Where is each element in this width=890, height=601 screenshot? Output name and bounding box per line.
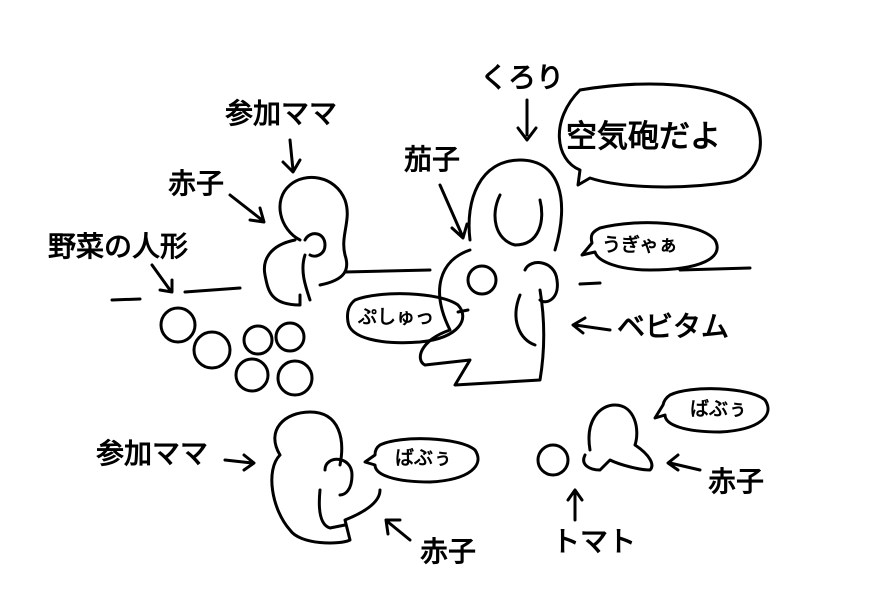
baby-top-figure [301,232,327,302]
bubble-babuu-right [653,387,770,434]
mama-top-figure [262,176,349,307]
speech-babuu-right: ばぶぅ [690,398,748,420]
label-mama-bottom: 参加ママ [96,437,209,470]
speech-babuu-left: ばぶぅ [395,447,453,469]
vegetable-dolls [159,306,314,397]
label-mama-top: 参加ママ [225,97,338,130]
baby-bottom-figure [317,457,354,530]
bubble-kuukihou [557,82,762,189]
label-akago-right: 赤子 [708,465,765,498]
label-kurori: くろり [480,61,565,94]
baby-right-figure [582,403,654,472]
bubble-babuu-left [363,437,480,484]
label-yasai-ningyou: 野菜の人形 [48,230,189,263]
kurori-figure [418,158,563,387]
arrows [150,98,702,542]
floor-line [110,266,752,302]
speech-ugyaa: うぎゃぁ [602,234,678,256]
label-akago-bottom: 赤子 [420,535,477,568]
baby-bebitamu [514,261,559,347]
speech-kuukihou: 空気砲だよ [566,119,721,155]
label-nasu: 茄子 [404,143,461,176]
label-tomato: トマト [552,525,637,558]
bubble-pushu [346,292,470,345]
bubble-ugyaa [580,221,719,272]
nasu-doll [466,264,498,296]
tomato-doll [536,443,570,477]
mama-bottom-figure [270,410,382,545]
label-bebitamu: ベビタム [617,310,730,343]
label-akago-top: 赤子 [168,167,225,200]
speech-pushu: ぷしゅっ [358,306,435,328]
